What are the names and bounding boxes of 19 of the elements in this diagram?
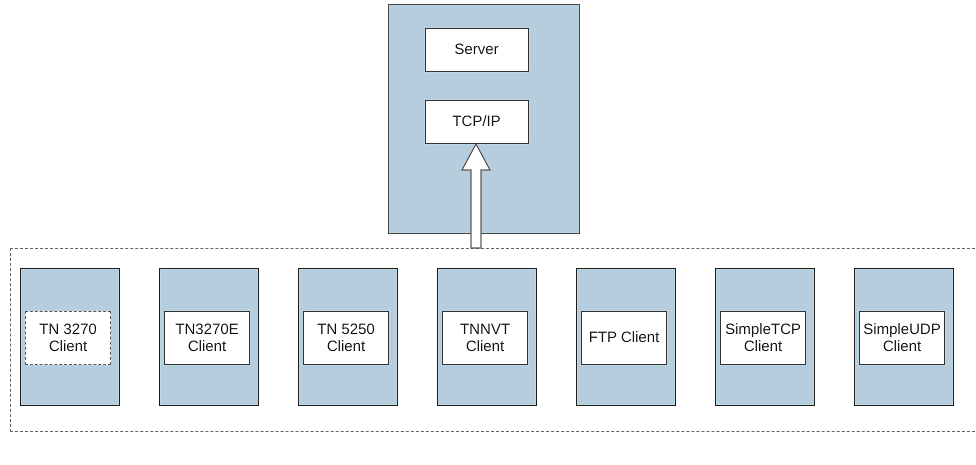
dashed-group-box — [10, 248, 976, 432]
label-box: TN 5250 Client — [303, 311, 389, 365]
server-box — [388, 4, 580, 234]
label-box: TCP/IP — [424, 100, 528, 144]
client-panel — [714, 268, 814, 406]
client-panel — [298, 268, 398, 406]
label-box: SimpleTCP Client — [720, 311, 806, 365]
client-panel — [20, 268, 120, 406]
client-panel — [576, 268, 676, 406]
client-panel — [436, 268, 536, 406]
hollow-arrow — [461, 142, 491, 249]
client-panel — [854, 268, 954, 406]
label-box: TN 3270 Client — [25, 311, 111, 365]
label-box: FTP Client — [581, 311, 667, 365]
client-panel — [158, 268, 258, 406]
label-box: Server — [424, 28, 528, 72]
label-box: TN3270E Client — [164, 311, 250, 365]
label-box: SimpleUDP Client — [859, 311, 945, 365]
label-box: TNNVT Client — [442, 311, 528, 365]
